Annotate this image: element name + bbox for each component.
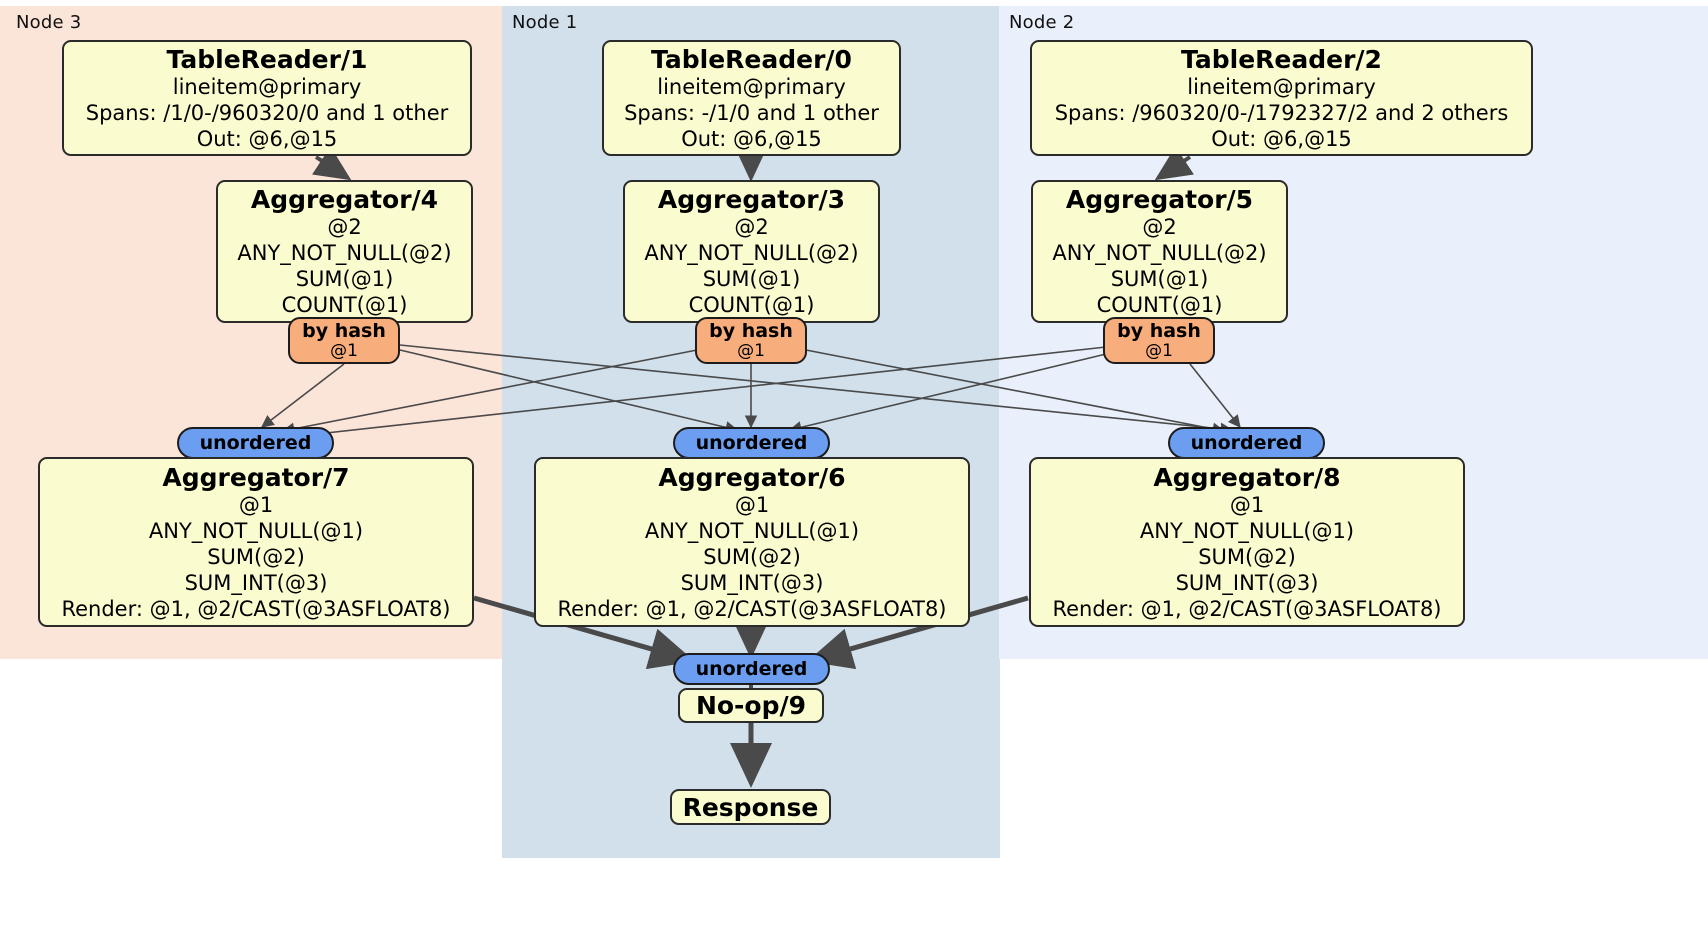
box-line: ANY_NOT_NULL(@1) bbox=[148, 518, 364, 543]
box-line: SUM(@2) bbox=[1198, 544, 1296, 569]
box-line: Render: @1, @2/CAST(@3ASFLOAT8) bbox=[1052, 596, 1442, 621]
router-type-label: by hash bbox=[709, 319, 793, 342]
box-line: COUNT(@1) bbox=[688, 293, 815, 317]
processor-aggregator-6[interactable]: Aggregator/6 @1 ANY_NOT_NULL(@1) SUM(@2)… bbox=[534, 457, 970, 627]
box-title: Aggregator/8 bbox=[1153, 462, 1341, 492]
box-line: ANY_NOT_NULL(@2) bbox=[1052, 241, 1267, 265]
box-line: Out: @6,@15 bbox=[681, 126, 822, 151]
box-line: Out: @6,@15 bbox=[1211, 126, 1352, 151]
box-line: @1 bbox=[238, 492, 274, 517]
node-label-node1: Node 1 bbox=[512, 12, 578, 33]
processor-table-reader-2[interactable]: TableReader/2 lineitem@primary Spans: /9… bbox=[1030, 40, 1533, 156]
box-line: @2 bbox=[327, 215, 362, 239]
box-line: @1 bbox=[1229, 492, 1265, 517]
synchronizer-unordered-left[interactable]: unordered bbox=[177, 427, 334, 459]
synchronizer-unordered-center[interactable]: unordered bbox=[673, 427, 830, 459]
processor-aggregator-3[interactable]: Aggregator/3 @2 ANY_NOT_NULL(@2) SUM(@1)… bbox=[623, 180, 880, 323]
box-line: COUNT(@1) bbox=[281, 293, 408, 317]
box-line: ANY_NOT_NULL(@2) bbox=[237, 241, 452, 265]
synchronizer-unordered-final[interactable]: unordered bbox=[673, 653, 830, 685]
synchronizer-label: unordered bbox=[199, 431, 312, 454]
box-line: lineitem@primary bbox=[657, 74, 846, 99]
box-title: Response bbox=[682, 792, 819, 822]
box-title: Aggregator/4 bbox=[250, 185, 439, 214]
box-title: Aggregator/3 bbox=[657, 185, 846, 214]
box-title: No-op/9 bbox=[695, 691, 807, 720]
synchronizer-label: unordered bbox=[695, 657, 808, 680]
box-title: TableReader/1 bbox=[166, 44, 368, 74]
box-line: Render: @1, @2/CAST(@3ASFLOAT8) bbox=[61, 596, 451, 621]
box-line: Spans: /1/0-/960320/0 and 1 other bbox=[85, 100, 449, 125]
synchronizer-label: unordered bbox=[1190, 431, 1303, 454]
synchronizer-unordered-right[interactable]: unordered bbox=[1168, 427, 1325, 459]
processor-aggregator-7[interactable]: Aggregator/7 @1 ANY_NOT_NULL(@1) SUM(@2)… bbox=[38, 457, 474, 627]
box-line: lineitem@primary bbox=[172, 74, 362, 99]
box-title: Aggregator/6 bbox=[658, 462, 846, 492]
box-line: ANY_NOT_NULL(@1) bbox=[1139, 518, 1355, 543]
router-column-label: @1 bbox=[1145, 340, 1173, 361]
node-label-node2: Node 2 bbox=[1009, 12, 1075, 33]
box-title: TableReader/0 bbox=[651, 44, 852, 74]
box-line: @1 bbox=[734, 492, 770, 517]
router-type-label: by hash bbox=[302, 319, 386, 342]
box-line: @2 bbox=[734, 215, 769, 239]
box-line: Render: @1, @2/CAST(@3ASFLOAT8) bbox=[557, 596, 947, 621]
processor-aggregator-5[interactable]: Aggregator/5 @2 ANY_NOT_NULL(@2) SUM(@1)… bbox=[1031, 180, 1288, 323]
processor-table-reader-0[interactable]: TableReader/0 lineitem@primary Spans: -/… bbox=[602, 40, 901, 156]
box-title: Aggregator/5 bbox=[1065, 185, 1254, 214]
processor-response[interactable]: Response bbox=[670, 789, 831, 825]
router-by-hash-right[interactable]: by hash @1 bbox=[1103, 317, 1215, 364]
box-line: Spans: /960320/0-/1792327/2 and 2 others bbox=[1054, 100, 1509, 125]
box-line: SUM(@2) bbox=[703, 544, 801, 569]
processor-no-op-9[interactable]: No-op/9 bbox=[678, 688, 824, 723]
box-line: ANY_NOT_NULL(@2) bbox=[644, 241, 859, 265]
box-title: Aggregator/7 bbox=[162, 462, 350, 492]
box-line: SUM_INT(@3) bbox=[1175, 570, 1319, 595]
box-line: ANY_NOT_NULL(@1) bbox=[644, 518, 860, 543]
box-title: TableReader/2 bbox=[1181, 44, 1382, 74]
router-type-label: by hash bbox=[1117, 319, 1201, 342]
processor-aggregator-8[interactable]: Aggregator/8 @1 ANY_NOT_NULL(@1) SUM(@2)… bbox=[1029, 457, 1465, 627]
router-by-hash-center[interactable]: by hash @1 bbox=[695, 317, 807, 364]
router-column-label: @1 bbox=[330, 340, 358, 361]
router-column-label: @1 bbox=[737, 340, 765, 361]
box-line: lineitem@primary bbox=[1187, 74, 1376, 99]
processor-aggregator-4[interactable]: Aggregator/4 @2 ANY_NOT_NULL(@2) SUM(@1)… bbox=[216, 180, 473, 323]
box-line: COUNT(@1) bbox=[1096, 293, 1223, 317]
router-by-hash-left[interactable]: by hash @1 bbox=[288, 317, 400, 364]
box-line: Out: @6,@15 bbox=[196, 126, 338, 151]
node-label-node3: Node 3 bbox=[16, 12, 82, 33]
box-line: @2 bbox=[1142, 215, 1177, 239]
synchronizer-label: unordered bbox=[695, 431, 808, 454]
processor-table-reader-1[interactable]: TableReader/1 lineitem@primary Spans: /1… bbox=[62, 40, 472, 156]
box-line: Spans: -/1/0 and 1 other bbox=[624, 100, 879, 125]
box-line: SUM_INT(@3) bbox=[184, 570, 328, 595]
box-line: SUM(@2) bbox=[207, 544, 305, 569]
box-line: SUM(@1) bbox=[295, 267, 394, 291]
box-line: SUM(@1) bbox=[1110, 267, 1209, 291]
box-line: SUM_INT(@3) bbox=[680, 570, 824, 595]
box-line: SUM(@1) bbox=[702, 267, 801, 291]
